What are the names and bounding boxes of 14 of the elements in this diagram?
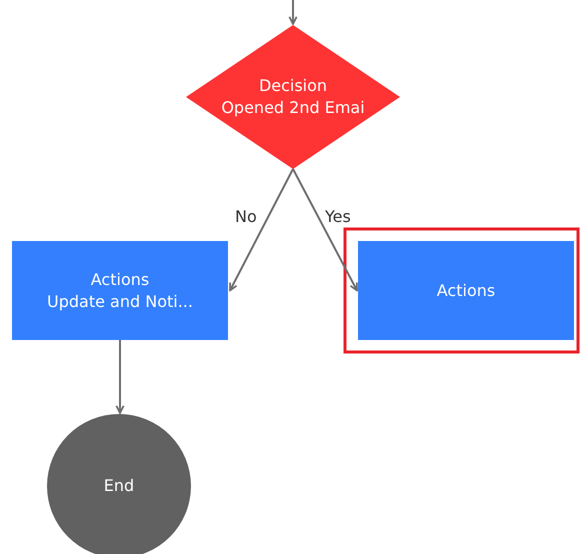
node-title: Actions — [436, 280, 496, 302]
node-title: End — [104, 475, 134, 497]
decision-diamond — [186, 25, 400, 169]
node-text: Update and Noti... — [47, 290, 193, 312]
arrow — [292, 168, 358, 292]
node-title: Decision — [258, 75, 328, 97]
edge-label: Yes — [324, 208, 352, 226]
arrow — [116, 340, 124, 414]
process-box — [358, 241, 574, 340]
arrow — [288, 0, 298, 25]
node-title: Actions — [90, 268, 150, 290]
node-text: Opened 2nd Emai — [221, 97, 365, 119]
arrow — [229, 168, 294, 292]
process-box — [12, 241, 228, 340]
